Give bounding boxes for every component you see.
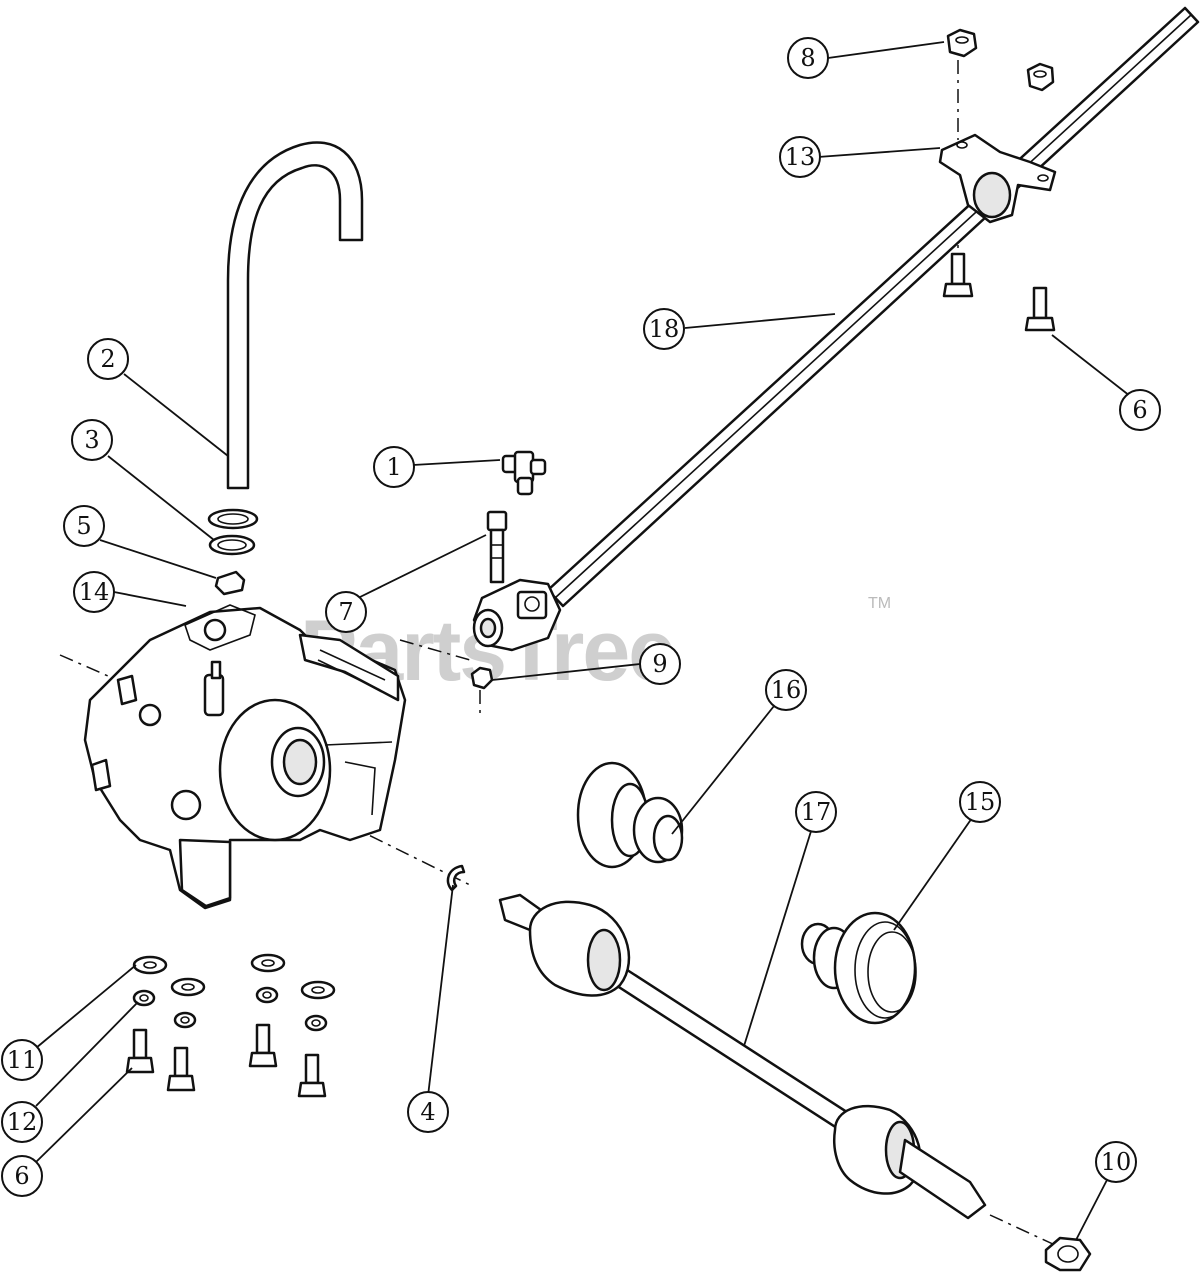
callout-8: 8	[787, 37, 829, 79]
hardware-set-left	[125, 955, 206, 1092]
centerline-axle-nut	[989, 1214, 1056, 1246]
leader-4	[427, 884, 454, 1097]
callout-7: 7	[325, 591, 367, 633]
hose-clamp-upper	[207, 508, 259, 530]
leader-1	[412, 459, 501, 466]
leader-18	[684, 313, 836, 329]
svg-text:12: 12	[7, 1108, 38, 1136]
leader-9	[491, 663, 641, 681]
svg-text:10: 10	[1101, 1148, 1132, 1176]
vent-hose	[226, 141, 364, 490]
leader-5	[99, 539, 217, 579]
hose-clamp-lower	[208, 534, 256, 556]
svg-text:1: 1	[386, 453, 401, 481]
leader-17	[743, 827, 813, 1047]
pulley-16	[576, 761, 684, 869]
leader-15	[893, 817, 973, 931]
callout-3: 3	[71, 419, 113, 461]
axle-shaft	[498, 893, 987, 1220]
retaining-clip	[446, 864, 466, 892]
callout-4: 4	[407, 1091, 449, 1133]
svg-text:18: 18	[649, 315, 680, 343]
svg-text:17: 17	[801, 798, 832, 826]
u-joint-yoke	[472, 578, 562, 652]
leader-6-bottom	[35, 1067, 133, 1163]
callout-5: 5	[63, 505, 105, 547]
callout-9: 9	[639, 643, 681, 685]
svg-text:15: 15	[965, 788, 996, 816]
leader-2	[123, 373, 229, 457]
svg-text:4: 4	[420, 1098, 435, 1126]
leader-10	[1075, 1177, 1109, 1241]
callout-13: 13	[779, 136, 821, 178]
yoke-bolt	[486, 510, 508, 584]
callout-14: 14	[73, 571, 115, 613]
vent-fitting	[214, 570, 246, 596]
hardware-set-right	[248, 953, 336, 1098]
bracket-bolt-left	[942, 252, 974, 298]
bracket-bolt-right	[1024, 286, 1056, 332]
callout-15: 15	[959, 781, 1001, 823]
drive-shaft	[546, 6, 1200, 608]
bearing-bracket	[938, 133, 1057, 224]
callout-17: 17	[795, 791, 837, 833]
callout-2: 2	[87, 338, 129, 380]
callout-12: 12	[1, 1101, 43, 1143]
svg-text:7: 7	[338, 598, 353, 626]
axle-nut	[1044, 1236, 1092, 1272]
callout-1: 1	[373, 446, 415, 488]
callout-18: 18	[643, 308, 685, 350]
leader-12	[35, 1001, 139, 1107]
leader-14	[113, 591, 187, 607]
leader-6-top	[1051, 334, 1131, 397]
svg-text:8: 8	[800, 44, 815, 72]
leader-8	[827, 41, 945, 59]
callout-10: 10	[1095, 1141, 1137, 1183]
leader-13	[817, 147, 941, 158]
callout-6-top: 6	[1119, 389, 1161, 431]
bracket-nut-right	[1026, 62, 1055, 92]
svg-text:5: 5	[76, 512, 91, 540]
watermark-trademark: TM	[868, 595, 891, 612]
svg-text:13: 13	[785, 143, 816, 171]
svg-text:14: 14	[79, 578, 110, 606]
leader-7	[357, 534, 487, 599]
bracket-nut-left	[946, 28, 978, 58]
transaxle	[83, 604, 407, 910]
cross-and-bearing	[501, 450, 547, 496]
svg-text:3: 3	[84, 426, 99, 454]
pulley-15	[800, 911, 917, 1025]
callout-16: 16	[765, 669, 807, 711]
svg-text:2: 2	[100, 345, 115, 373]
callout-6-bottom: 6	[1, 1155, 43, 1197]
leader-11	[35, 964, 137, 1049]
leader-16	[671, 705, 775, 835]
svg-text:11: 11	[7, 1046, 38, 1074]
callout-11: 11	[1, 1039, 43, 1081]
svg-text:6: 6	[14, 1162, 29, 1190]
svg-text:6: 6	[1132, 396, 1147, 424]
leader-3	[107, 455, 215, 541]
svg-text:16: 16	[771, 676, 802, 704]
svg-text:9: 9	[652, 650, 667, 678]
centerline-yoke-input	[399, 639, 471, 661]
